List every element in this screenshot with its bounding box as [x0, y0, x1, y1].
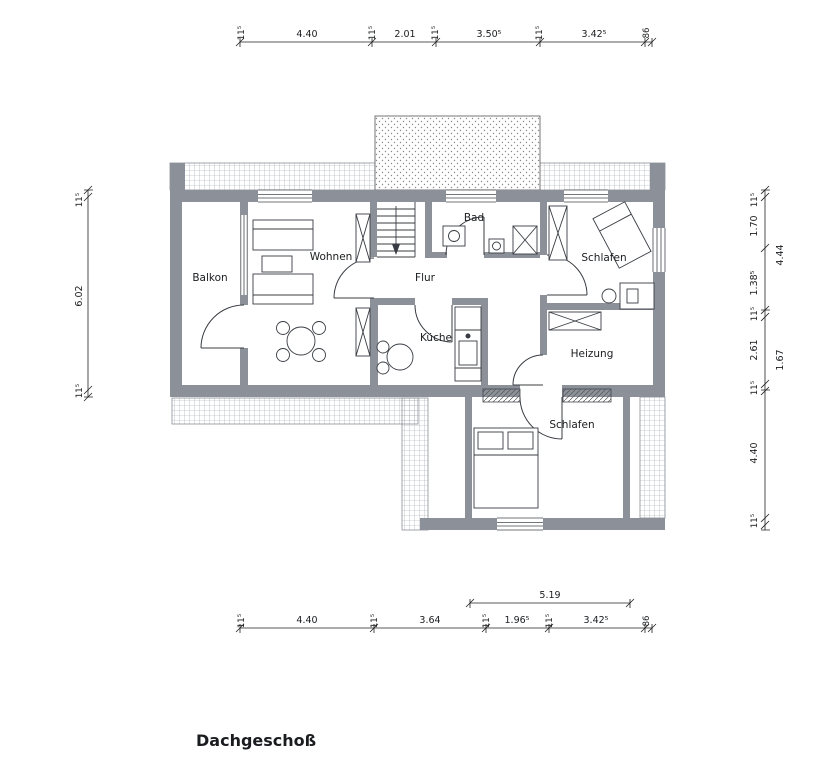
chair [276, 321, 290, 335]
dim-label: 11⁵ [368, 26, 378, 40]
sofa [252, 273, 314, 305]
bed [592, 201, 652, 269]
dim-label: 11⁵ [75, 193, 85, 207]
eaves-strip-right-vertical [639, 396, 666, 519]
window [564, 189, 608, 203]
dim-label: 4.40 [296, 615, 317, 626]
dim-label: 11⁵ [482, 614, 492, 628]
dim-label: 11⁵ [750, 307, 760, 321]
dim-label: 11⁵ [535, 26, 545, 40]
dim-label: 11⁵ [545, 614, 555, 628]
chair [276, 348, 290, 362]
dim-label: 1.96⁵ [505, 615, 530, 626]
span-dimension-line [465, 598, 635, 608]
heating-equipment [548, 311, 602, 331]
window [652, 228, 666, 272]
stairs [377, 202, 416, 258]
pillow [507, 431, 534, 450]
chair [376, 361, 390, 375]
dim-label: 11⁵ [750, 193, 760, 207]
dim-label: 3.64 [419, 615, 440, 626]
dining-table [286, 326, 316, 356]
dim-label: 11⁵ [431, 26, 441, 40]
heating-door-arc [512, 354, 544, 386]
dim-label: 3.50⁵ [477, 29, 502, 40]
living-room-door-arc [333, 257, 375, 299]
dim-label: 2.61 [749, 339, 760, 360]
room-label-schlafen-bottom: Schlafen [549, 419, 594, 431]
dim-label: 11⁵ [237, 614, 247, 628]
sofa [252, 219, 314, 251]
dim-label: 4.40 [296, 29, 317, 40]
dim-label: 1.67 [775, 349, 786, 370]
dim-label: 11⁵ [237, 26, 247, 40]
desk [619, 282, 655, 310]
dim-label: 11⁵ [75, 384, 85, 398]
dim-label: 2.01 [394, 29, 415, 40]
bedroom-top-furniture [548, 201, 655, 310]
dim-label: 11⁵ [750, 381, 760, 395]
chair [376, 340, 390, 354]
dim-label: 11⁵ [370, 614, 380, 628]
coffee-table [261, 255, 293, 273]
window [240, 215, 248, 295]
desk-chair [601, 288, 617, 304]
chair [312, 321, 326, 335]
washbasin [442, 225, 466, 247]
dim-label: 4.44 [775, 244, 786, 265]
dim-label: 6.02 [74, 285, 85, 306]
room-label-balkon: Balkon [192, 272, 227, 284]
room-label-schlafen-top: Schlafen [581, 252, 626, 264]
kitchen-table [386, 343, 414, 371]
bath-fixtures [442, 225, 538, 255]
living-room-furniture [252, 213, 371, 362]
eaves-strip-left-vertical [401, 397, 429, 531]
top-dimension-line [235, 37, 657, 47]
dim-label: 11⁵ [750, 514, 760, 528]
window [446, 189, 496, 203]
kitchen-sink [458, 340, 478, 366]
dim-label: 5.19 [539, 590, 560, 601]
window [258, 189, 312, 203]
radiator [482, 388, 521, 403]
dim-label: 86 [642, 616, 652, 627]
room-label-kueche: Küche [420, 332, 452, 344]
room-label-bad: Bad [464, 212, 484, 224]
dim-label: 86 [642, 28, 652, 39]
pillow [477, 431, 504, 450]
chair [312, 348, 326, 362]
windows [240, 189, 666, 531]
kitchen-door-arc [414, 304, 453, 343]
window [497, 517, 543, 531]
room-label-heizung: Heizung [571, 348, 614, 360]
drawing-title: Dachgeschoß [196, 731, 316, 750]
left-dimension-line [83, 185, 93, 402]
kitchen-furniture [376, 306, 482, 382]
balcony-door-arc [200, 304, 245, 349]
bottom-dimension-line [235, 623, 657, 633]
radiator [562, 388, 612, 403]
chimney-stipple-block [374, 115, 541, 191]
dim-label: 3.42⁵ [582, 29, 607, 40]
room-label-wohnen: Wohnen [310, 251, 353, 263]
eaves-strip-bottom-left [171, 397, 419, 425]
right-dimension-line [760, 185, 770, 531]
room-label-flur: Flur [415, 272, 436, 284]
bedroom-bottom-door-arc [519, 396, 563, 440]
dim-label: 1.70 [749, 215, 760, 236]
dim-label: 3.42⁵ [584, 615, 609, 626]
toilet [488, 238, 505, 254]
dim-label: 1.38⁵ [749, 270, 760, 295]
bedroom-bottom-furniture [473, 388, 612, 509]
dim-label: 4.40 [749, 442, 760, 463]
